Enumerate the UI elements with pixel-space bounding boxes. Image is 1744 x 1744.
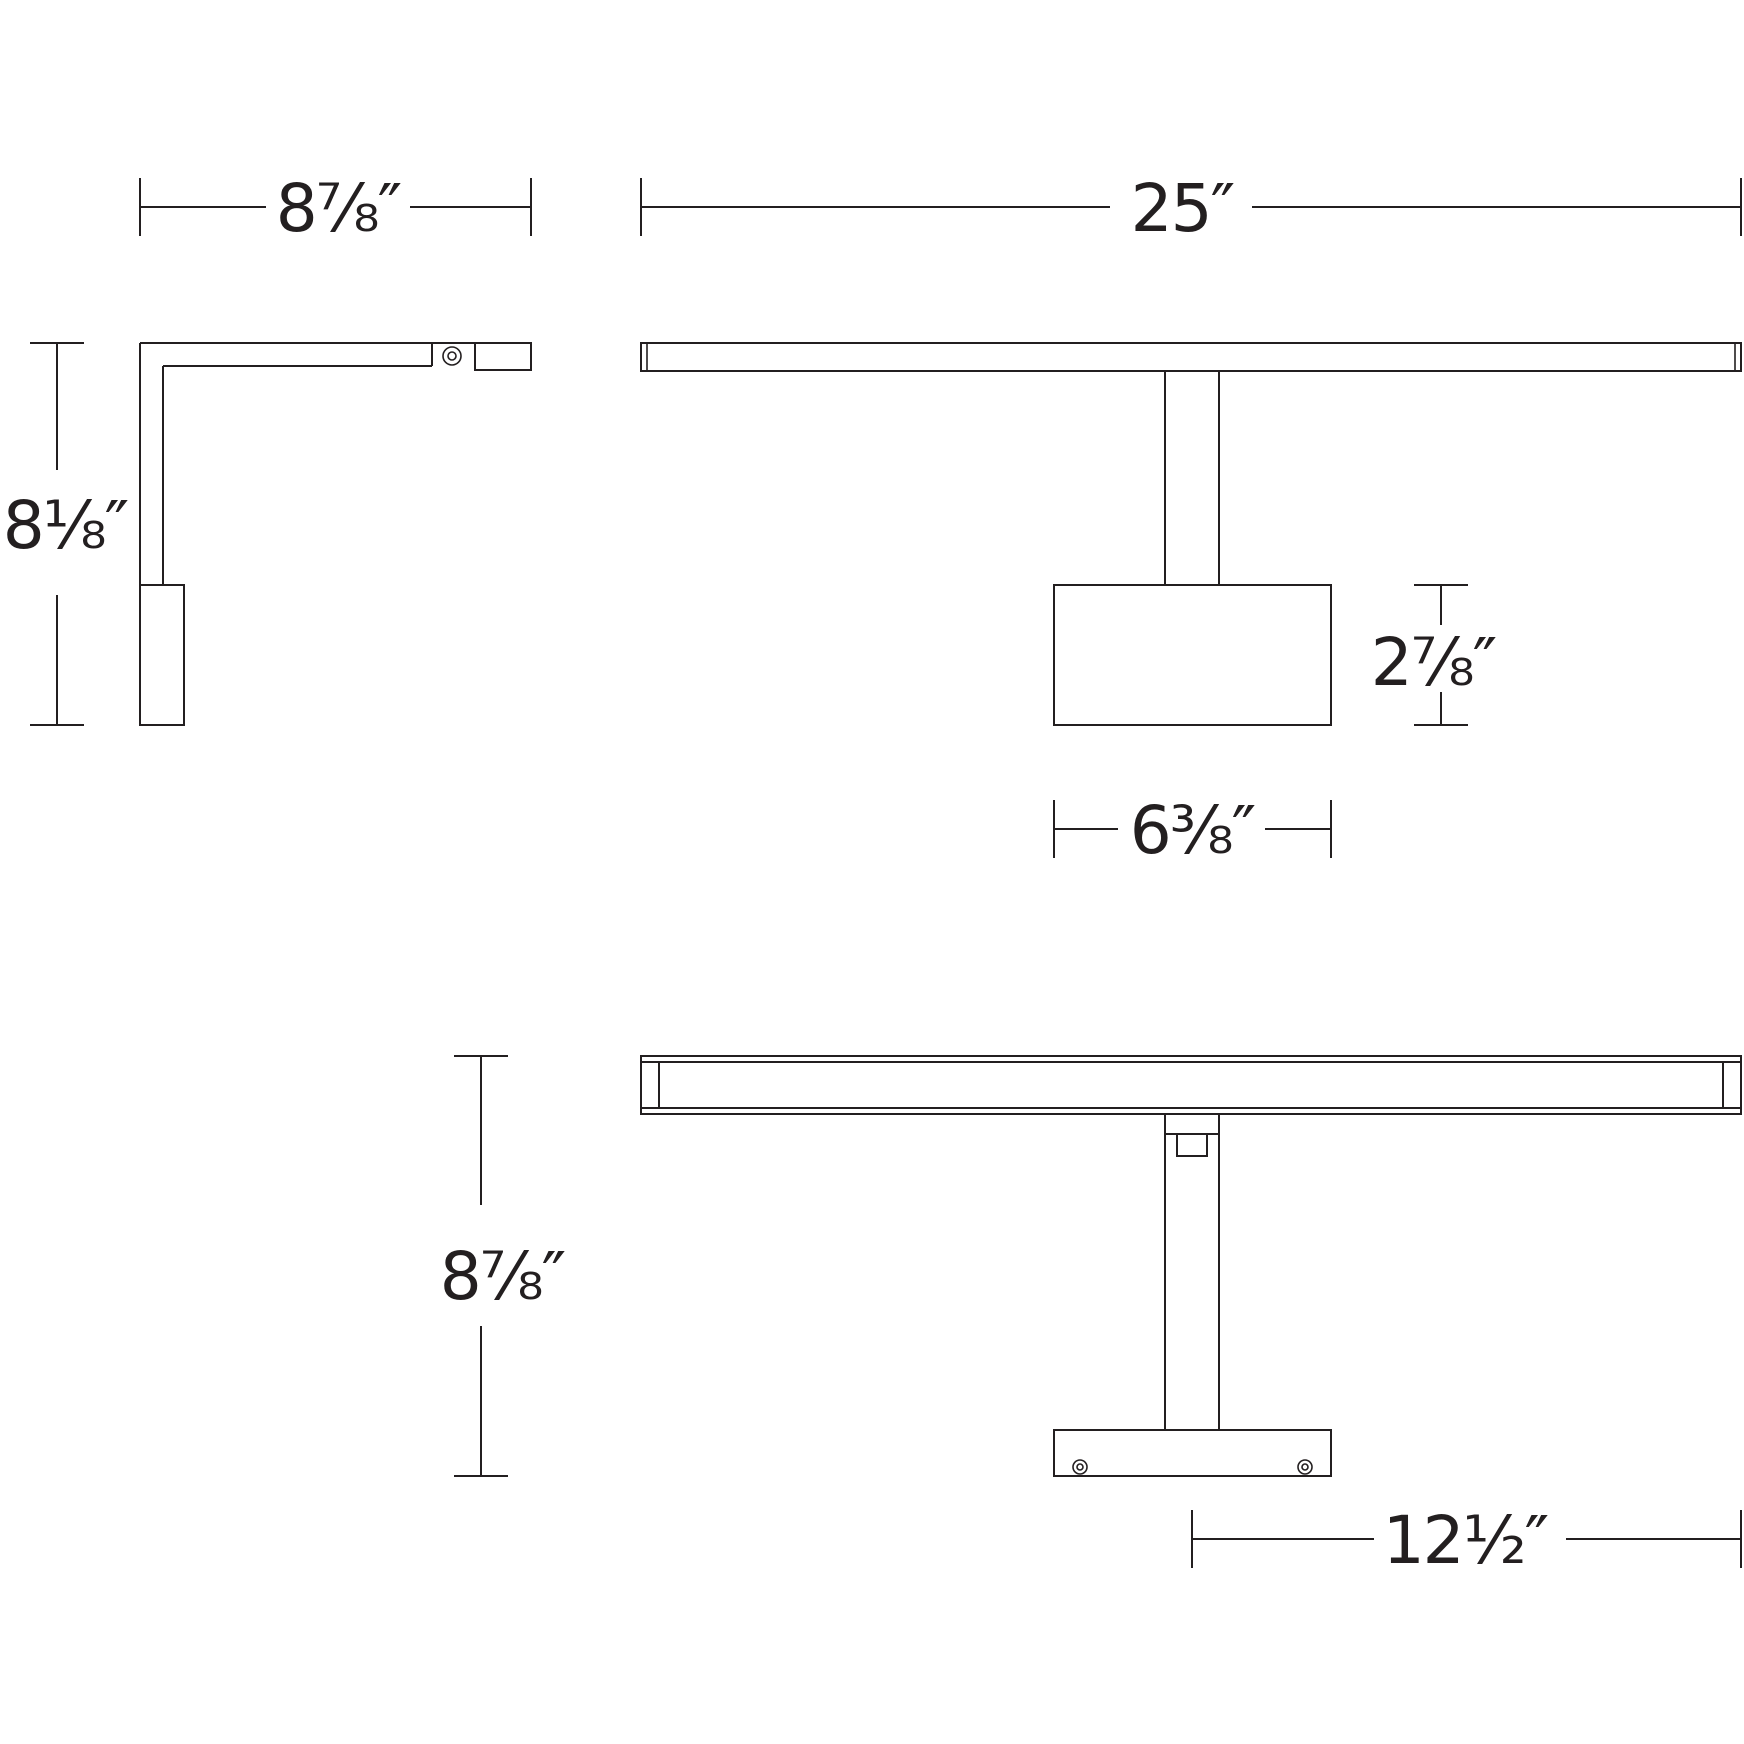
front-base bbox=[1053, 584, 1332, 726]
dim-side-width: 8⅞″ bbox=[139, 170, 532, 247]
dim-top-height: 8⅞″ bbox=[440, 1055, 568, 1477]
dim-base-height-label: 2⅞″ bbox=[1371, 624, 1497, 701]
dim-top-depth-label: 12½″ bbox=[1383, 1502, 1549, 1579]
top-arm bbox=[1164, 1114, 1220, 1430]
side-view: 8⅞″ 8⅛″ bbox=[3, 170, 532, 726]
front-stem bbox=[1164, 371, 1220, 585]
side-profile bbox=[139, 342, 532, 726]
screw-right-icon bbox=[1297, 1459, 1313, 1475]
top-mount-plate bbox=[1053, 1429, 1332, 1477]
front-light-bar bbox=[640, 342, 1742, 372]
top-light-bar bbox=[640, 1055, 1742, 1115]
dim-base-width: 6⅜″ bbox=[1053, 792, 1332, 869]
dim-front-width: 25″ bbox=[640, 170, 1742, 247]
dim-base-height: 2⅞″ bbox=[1371, 584, 1499, 726]
dim-top-depth: 12½″ bbox=[1191, 1502, 1742, 1579]
dim-front-width-label: 25″ bbox=[1131, 170, 1235, 247]
front-view: 25″ 2⅞″ 6⅜″ bbox=[640, 170, 1742, 869]
screw-left-icon bbox=[1072, 1459, 1088, 1475]
dim-base-width-label: 6⅜″ bbox=[1130, 792, 1256, 869]
dim-side-width-label: 8⅞″ bbox=[276, 170, 402, 247]
dim-side-height: 8⅛″ bbox=[3, 342, 131, 726]
dim-side-height-label: 8⅛″ bbox=[3, 487, 129, 564]
dim-top-height-label: 8⅞″ bbox=[440, 1238, 566, 1315]
top-view: 8⅞″ 12½″ bbox=[440, 1055, 1742, 1579]
